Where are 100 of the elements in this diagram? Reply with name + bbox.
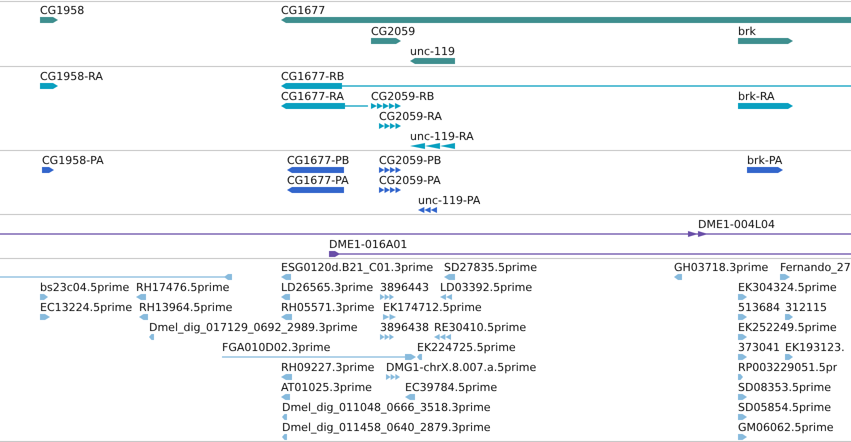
feature-label: brk-RA [738, 91, 775, 103]
sequence-feature [40, 4, 84, 24]
sequence-feature [738, 321, 837, 341]
sequence-feature [379, 110, 442, 130]
sequence-feature [149, 321, 358, 341]
feature-label: SD27835.5prime [444, 262, 537, 274]
sequence-feature [0, 218, 851, 238]
feature-label: LD26565.3prime [281, 282, 374, 294]
sequence-feature [281, 301, 374, 321]
sequence-feature [371, 90, 434, 110]
sequence-feature [417, 341, 516, 361]
sequence-feature [405, 381, 498, 401]
sequence-feature [281, 261, 434, 281]
sequence-feature [281, 4, 851, 24]
sequence-feature [738, 341, 780, 361]
sequence-feature [136, 281, 230, 301]
feature-label: CG1677-RA [281, 91, 344, 103]
feature-label: unc-119-RA [410, 131, 474, 143]
feature-label: EC13224.5prime [40, 302, 132, 314]
sequence-feature [410, 130, 474, 150]
feature-label: EK193123. [785, 342, 845, 354]
sequence-feature [281, 361, 374, 381]
sequence-feature [282, 421, 491, 441]
feature-label: DME1-004L04 [698, 219, 775, 231]
feature-label: CG1958 [40, 5, 84, 17]
feature-label: 312115 [785, 302, 827, 314]
feature-label: unc-119-PA [418, 195, 480, 207]
sequence-feature [383, 301, 482, 321]
feature-label: brk-PA [747, 155, 782, 167]
feature-label: AT01025.3prime [281, 382, 372, 394]
feature-label: CG2059-PB [379, 155, 442, 167]
sequence-feature [379, 174, 441, 194]
sequence-feature [42, 154, 104, 174]
sequence-feature [747, 154, 783, 174]
sequence-feature [738, 25, 793, 45]
sequence-feature [282, 401, 491, 421]
feature-label: CG1677-PA [287, 175, 349, 187]
feature-label: bs23c04.5prime [40, 282, 130, 294]
feature-label: 3896438 [380, 322, 429, 334]
feature-label: DMG1-chrX.8.007.a.5prime [386, 362, 536, 374]
feature-label: DME1-016A01 [329, 239, 408, 251]
sequence-feature [40, 301, 132, 321]
feature-label: CG1677 [281, 5, 326, 17]
feature-label: CG2059 [371, 26, 416, 38]
sequence-feature [738, 381, 831, 401]
sequence-feature [440, 281, 532, 301]
sequence-feature [386, 361, 536, 381]
feature-label: CG2059-RB [371, 91, 434, 103]
sequence-feature [281, 381, 372, 401]
sequence-feature [380, 281, 429, 301]
feature-label: 3896443 [380, 282, 429, 294]
feature-label: EK304324.5prime [738, 282, 837, 294]
feature-label: Dmel_dig_011048_0666_3518.3prime [282, 402, 491, 414]
sequence-feature [281, 281, 374, 301]
sequence-feature [380, 321, 429, 341]
feature-label: 373041 [738, 342, 780, 354]
sequence-feature [674, 261, 768, 281]
feature-label: EK174712.5prime [383, 302, 482, 314]
feature-label: EK224725.5prime [417, 342, 516, 354]
feature-label: RH05571.3prime [281, 302, 374, 314]
feature-label: EC39784.5prime [405, 382, 498, 394]
sequence-feature [329, 238, 851, 258]
sequence-feature [379, 154, 442, 174]
sequence-feature [434, 321, 526, 341]
sequence-feature [222, 341, 416, 361]
feature-label: Dmel_dig_017129_0692_2989.3prime [149, 322, 358, 334]
feature-label: SD08353.5prime [738, 382, 831, 394]
sequence-feature [785, 301, 827, 321]
feature-label: FGA010D02.3prime [222, 342, 330, 354]
feature-label: EK252249.5prime [738, 322, 837, 334]
sequence-feature [444, 261, 537, 281]
feature-label: RE30410.5prime [434, 322, 526, 334]
feature-label: CG2059-RA [379, 111, 442, 123]
feature-label: 513684 [738, 302, 780, 314]
feature-label: GH03718.3prime [674, 262, 768, 274]
feature-label: CG1958-RA [40, 71, 103, 83]
feature-label: RH17476.5prime [136, 282, 230, 294]
feature-label: GM06062.5prime [738, 422, 834, 434]
feature-label: RH09227.3prime [281, 362, 374, 374]
sequence-feature [785, 341, 845, 361]
sequence-feature [780, 261, 851, 281]
sequence-feature [738, 281, 837, 301]
sequence-feature [738, 301, 780, 321]
feature-label: CG1677-PB [287, 155, 350, 167]
sequence-feature [281, 70, 851, 90]
feature-label: CG1677-RB [281, 71, 344, 83]
sequence-feature [371, 25, 416, 45]
sequence-feature [287, 174, 349, 194]
sequence-feature [287, 154, 350, 174]
sequence-feature [410, 45, 455, 65]
sequence-feature [738, 90, 793, 110]
feature-label: RH13964.5prime [139, 302, 232, 314]
sequence-feature [40, 281, 130, 301]
feature-label: CG1958-PA [42, 155, 104, 167]
feature-label: unc-119 [410, 46, 455, 58]
sequence-feature [738, 421, 834, 441]
feature-label: Fernando_27 [780, 262, 851, 274]
sequence-feature [281, 90, 368, 110]
feature-label: Dmel_dig_011458_0640_2879.3prime [282, 422, 491, 434]
feature-label: ESG0120d.B21_C01.3prime [281, 262, 434, 274]
